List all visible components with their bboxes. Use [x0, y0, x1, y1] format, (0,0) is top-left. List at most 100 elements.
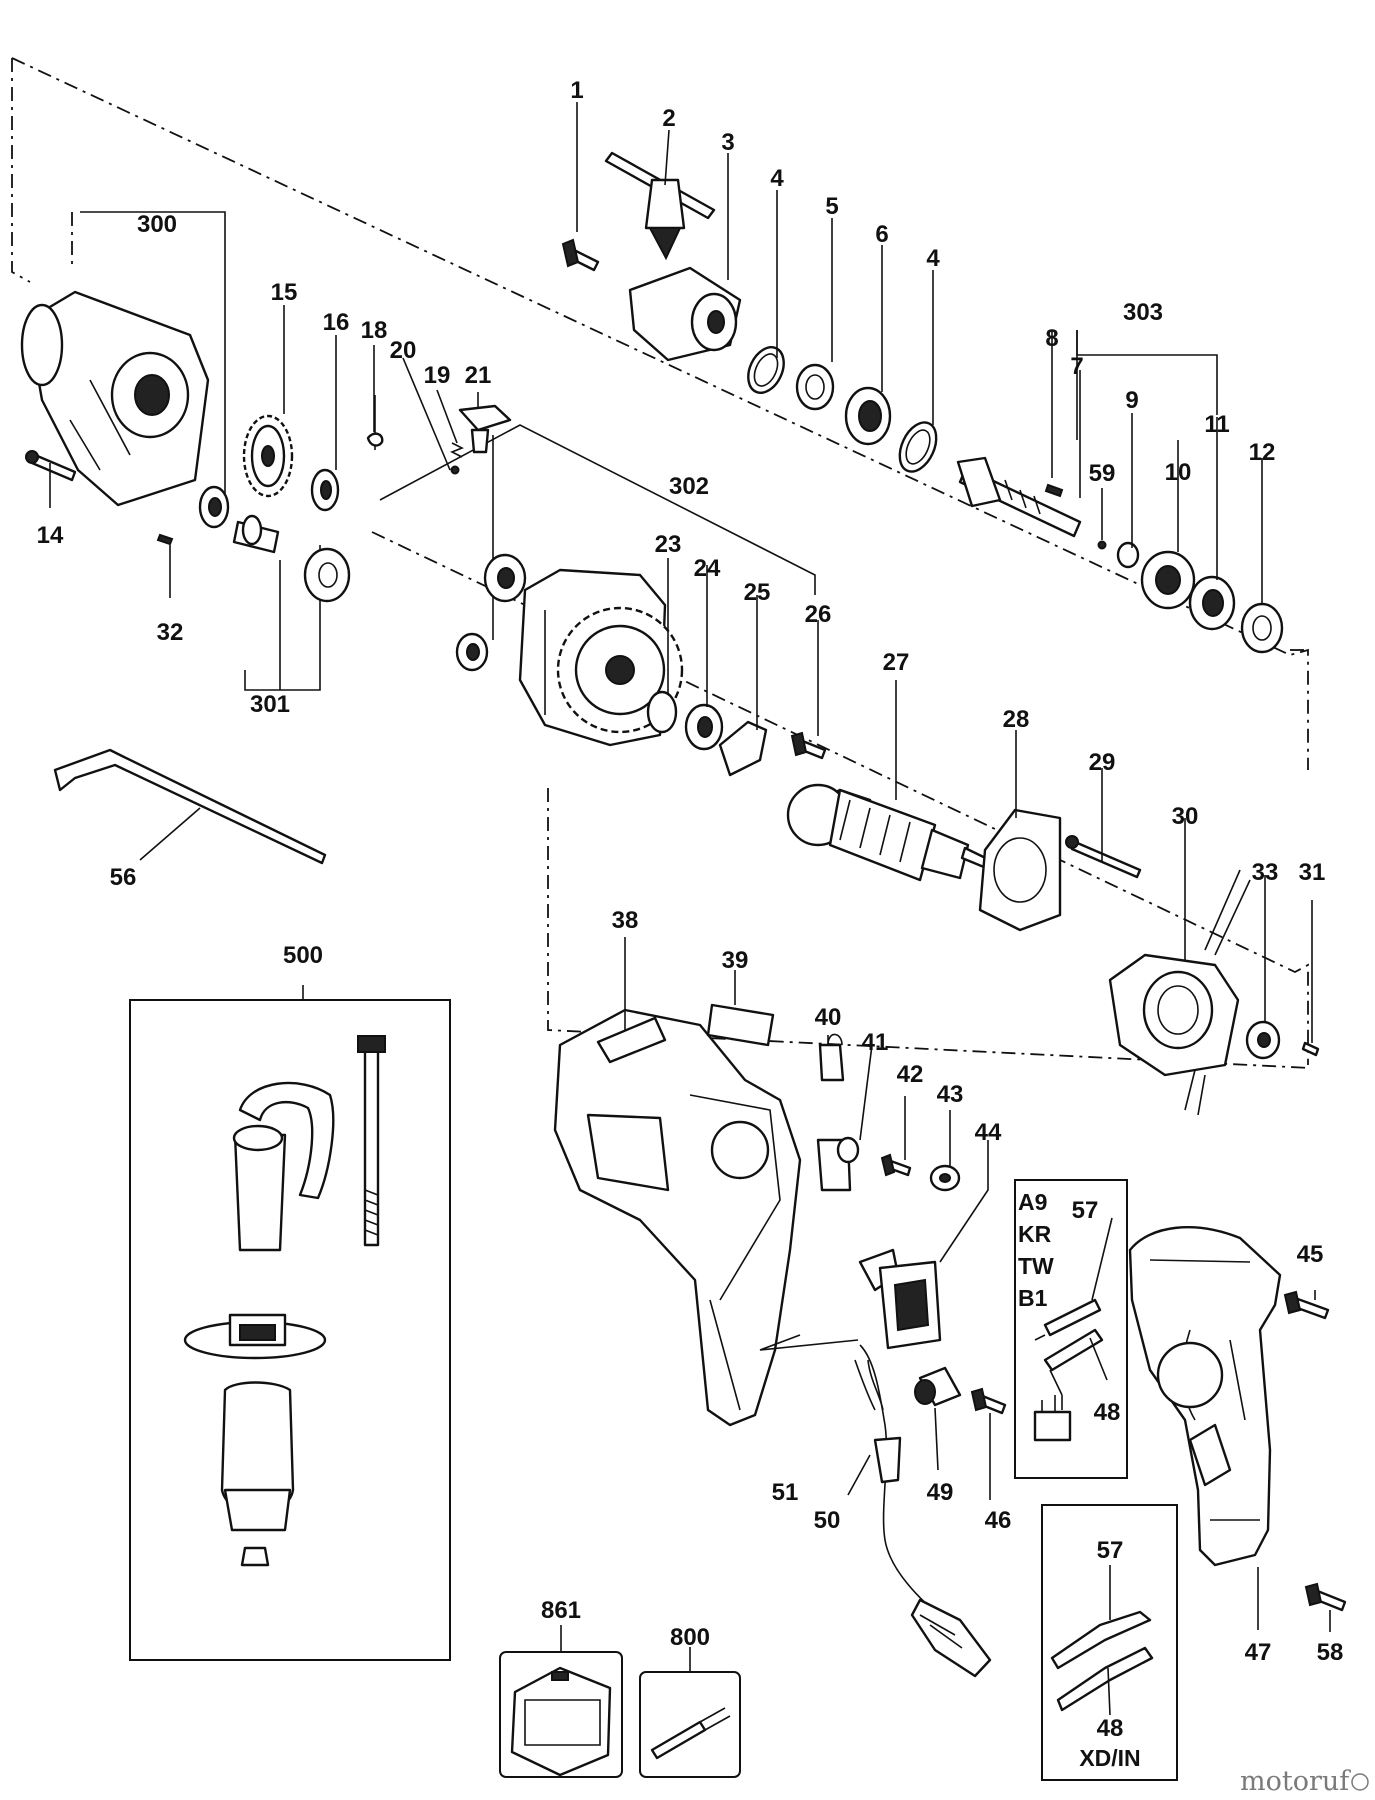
callout-label: 23: [655, 531, 682, 558]
ferrite-part-51: [854, 1359, 884, 1411]
label-part-39: [706, 1003, 775, 1047]
callout-label: 33: [1252, 859, 1279, 886]
callout-label: 16: [323, 309, 350, 336]
clip-part-16: [310, 468, 340, 512]
callout-label: 28: [1003, 706, 1030, 733]
switch-part-44: [858, 1248, 942, 1350]
callout-label: 6: [875, 221, 888, 248]
spacer-part-9: [1116, 541, 1140, 569]
ring-part-18: [366, 432, 384, 447]
strain-relief-part-49: [914, 1366, 962, 1407]
callout-label: 57: [1072, 1197, 1099, 1224]
callout-label: 48: [1094, 1399, 1121, 1426]
callout-label: 301: [250, 691, 290, 718]
callout-label: 42: [897, 1061, 924, 1088]
callout-label: 27: [883, 649, 910, 676]
plate-part-25: [718, 720, 768, 777]
callout-label: 12: [1249, 439, 1276, 466]
key-part-8: [1044, 483, 1064, 498]
callout-label: 30: [1172, 803, 1199, 830]
screw-part-1: [561, 238, 600, 272]
screw-part-45: [1283, 1290, 1330, 1320]
callout-label: 57: [1097, 1537, 1124, 1564]
screw-part-46: [970, 1387, 1007, 1415]
callout-label: 300: [137, 211, 177, 238]
bushing-part-301c: [303, 547, 351, 603]
screw-part-58: [1304, 1582, 1347, 1612]
bearing-part-10: [1140, 550, 1196, 610]
retaining-ring-part-4a: [747, 346, 785, 394]
shaft-part-301b: [232, 514, 280, 554]
gear-part-15: [242, 414, 294, 498]
housing-half-part-38: [553, 1008, 802, 1427]
spring-part-19: [450, 442, 464, 458]
screw-part-14: [25, 450, 77, 482]
variant-code: TW: [1018, 1253, 1054, 1279]
brush-spring-part-43: [929, 1164, 961, 1192]
bearing-part-33: [1245, 1020, 1281, 1060]
washer-part-5: [795, 363, 835, 411]
callout-label: 56: [110, 864, 137, 891]
variant-code: B1: [1018, 1285, 1048, 1311]
callout-label: 1: [570, 77, 583, 104]
watermark-text: motoruf: [1240, 1766, 1351, 1797]
callout-label: 800: [670, 1624, 710, 1651]
callout-label: 29: [1089, 749, 1116, 776]
variant-box-caption: XD/IN: [1079, 1745, 1140, 1771]
callout-label: 24: [694, 555, 721, 582]
callout-label: 31: [1299, 859, 1326, 886]
watermark: motoruf: [1240, 1766, 1369, 1797]
callout-label: 861: [541, 1597, 581, 1624]
callout-label: 50: [814, 1507, 841, 1534]
variant-code: KR: [1018, 1221, 1052, 1247]
callout-label: 4: [926, 245, 940, 272]
selector-part-21: [458, 404, 512, 454]
side-handle-kit-box: [129, 985, 451, 1661]
ball-part-20: [450, 465, 460, 475]
callout-label: 45: [1297, 1241, 1324, 1268]
o-ring-part-23: [646, 690, 678, 734]
assembly-boundary-lines: [11, 57, 1311, 1069]
drill-chuck-part-3: [628, 266, 742, 362]
bearing-part-6: [844, 386, 892, 446]
callout-label: 14: [37, 522, 64, 549]
accessory-part-800: [639, 1671, 741, 1778]
callout-label: 500: [283, 942, 323, 969]
callout-label: 40: [815, 1004, 842, 1031]
callout-label: 21: [465, 362, 492, 389]
armature-part-27: [786, 783, 1002, 882]
brush-part-41: [816, 1136, 860, 1192]
callout-label: 7: [1070, 353, 1083, 380]
bearing-part-301a: [198, 485, 230, 529]
callout-label: 303: [1123, 299, 1163, 326]
callout-label: 46: [985, 1507, 1012, 1534]
housing-half-part-47: [1128, 1226, 1282, 1567]
variant-code: A9: [1018, 1189, 1047, 1215]
callout-label: 32: [157, 619, 184, 646]
spindle-part-7: [956, 456, 1082, 538]
copyright-icon: [1351, 1773, 1369, 1791]
callout-labels: 1 2 3 4 5 6 4 303 8 7 9 11 12 59 10 300 …: [37, 77, 1344, 1771]
field-part-30: [1108, 869, 1251, 1116]
clip-part-31: [1301, 1041, 1320, 1057]
callout-label: 58: [1317, 1639, 1344, 1666]
screw-part-29: [1065, 835, 1142, 879]
callout-leader-lines: [49, 102, 1331, 1716]
callout-label: 38: [612, 907, 639, 934]
bushing-part-12: [1240, 602, 1284, 654]
callout-label: 51: [772, 1479, 799, 1506]
callout-label: 302: [669, 473, 709, 500]
callout-label: 25: [744, 579, 771, 606]
callout-label: 10: [1165, 459, 1192, 486]
callout-label: 19: [424, 362, 451, 389]
chuck-key-part-2: [604, 151, 716, 261]
callout-label: 4: [770, 165, 784, 192]
kit-case-part-861: [499, 1651, 623, 1778]
callout-label: 43: [937, 1081, 964, 1108]
bearing-part-24: [684, 703, 724, 751]
callout-label: 9: [1125, 387, 1138, 414]
callout-label: 5: [825, 193, 838, 220]
bearing-part-11: [1188, 575, 1236, 631]
variant-box-xd-in: [1041, 1504, 1178, 1781]
